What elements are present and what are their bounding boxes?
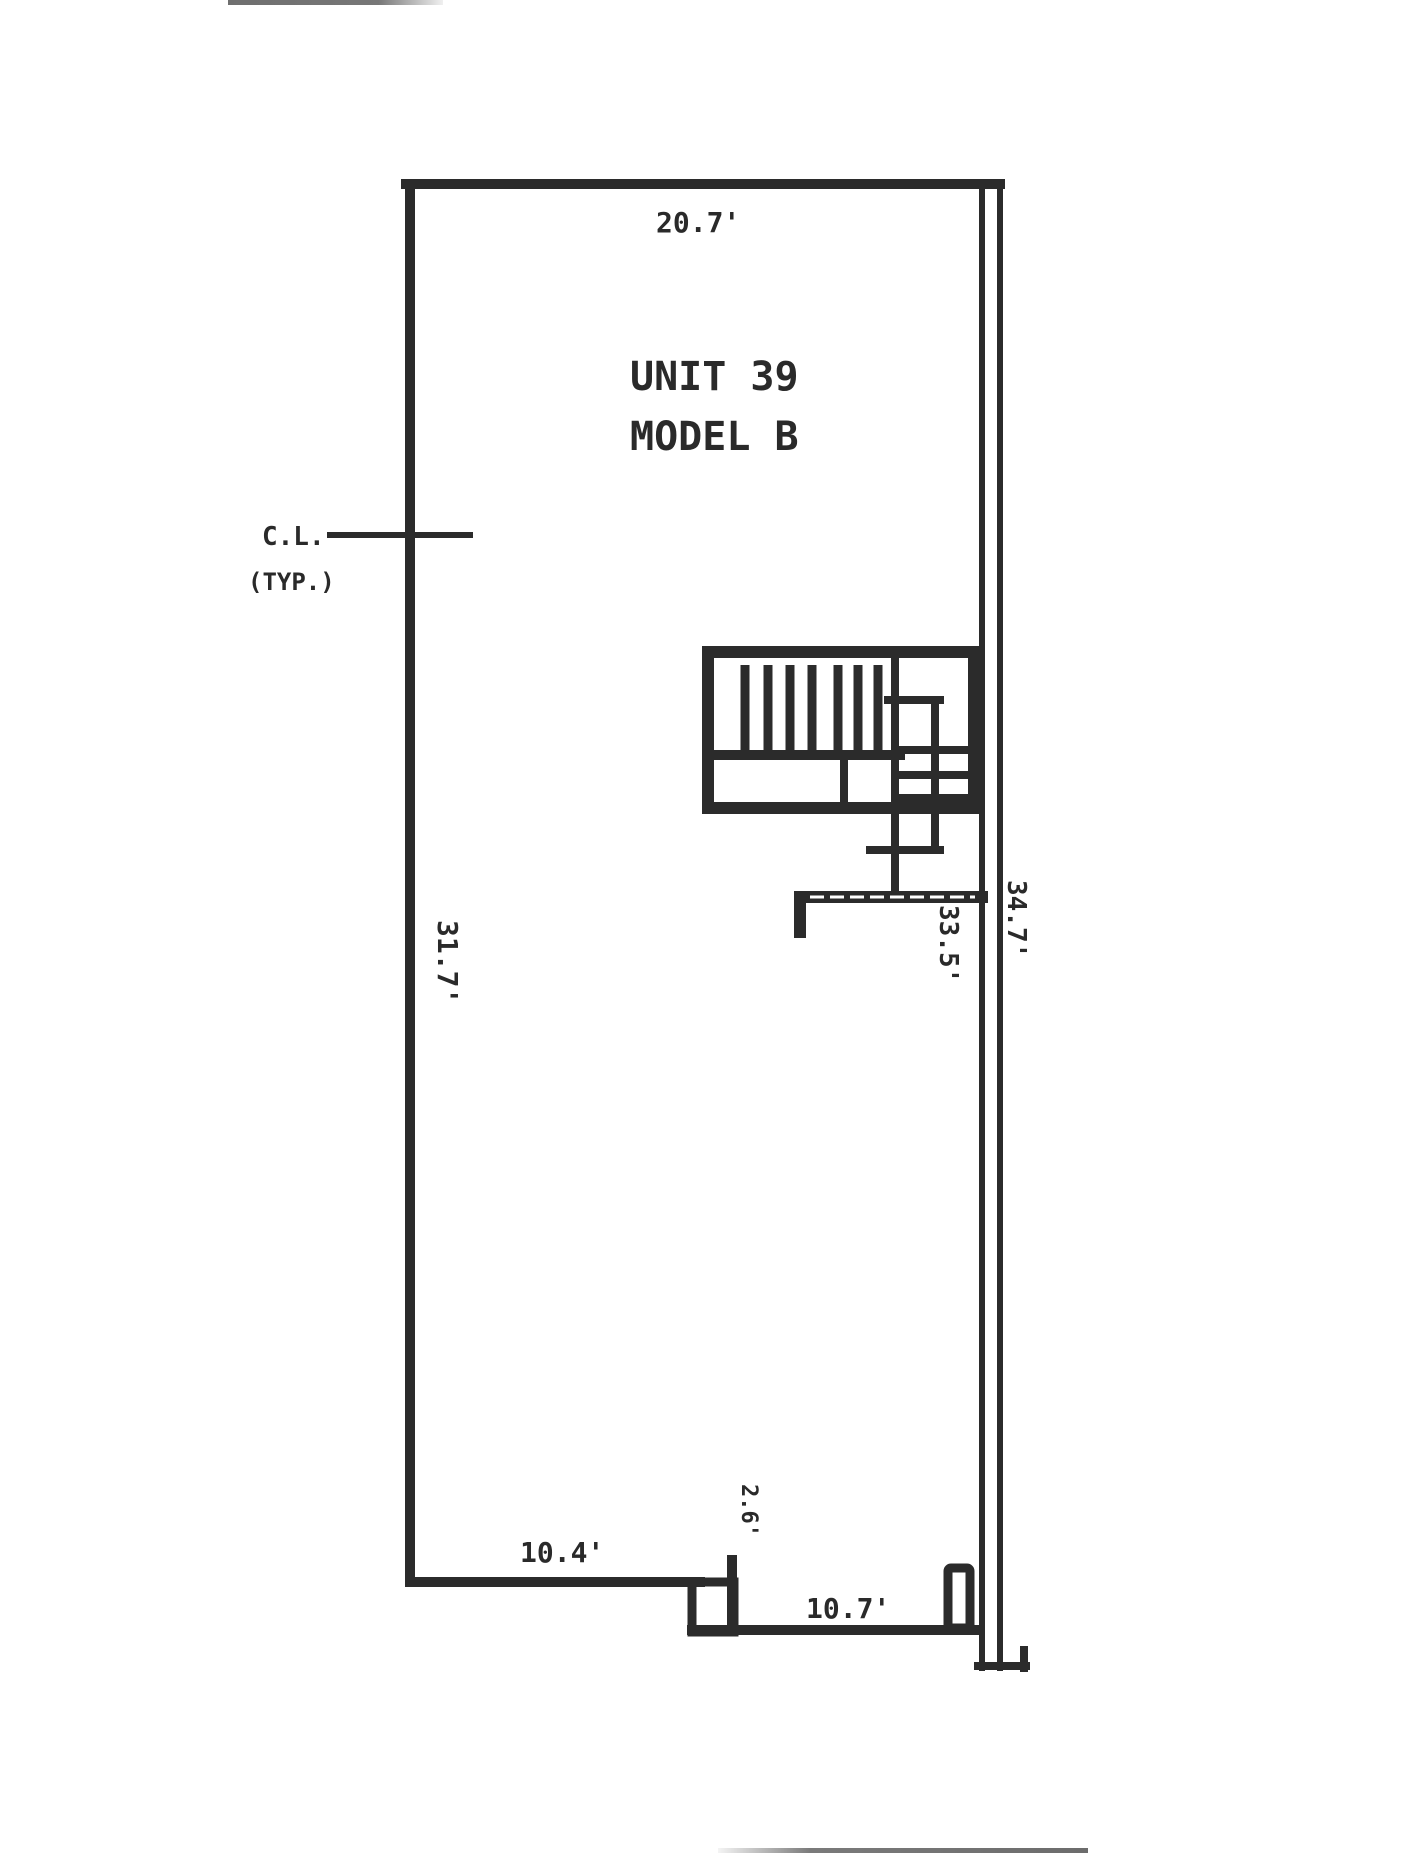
scan-edge-artifact-top: [228, 0, 443, 5]
partition-wall: [794, 891, 988, 938]
dimension-top-width: 20.7': [656, 206, 740, 239]
centerline-marker: C.L. (TYP.): [248, 522, 473, 596]
centerline-note: (TYP.): [248, 568, 335, 596]
dimension-inner-right-length: 33.5': [933, 905, 963, 983]
stair-treads: [740, 665, 883, 750]
unit-outline: [401, 179, 1030, 1672]
model-label: MODEL B: [630, 414, 799, 460]
unit-label: UNIT 39: [630, 354, 799, 400]
scan-edge-artifact-bottom: [718, 1848, 1088, 1853]
door-pier-right: [943, 1563, 975, 1633]
dimension-bottom-left-width: 10.4': [520, 1536, 604, 1569]
dimension-outer-right-length: 34.7': [1001, 880, 1031, 958]
dimension-left-length: 31.7': [431, 920, 464, 1004]
dimension-jog-depth: 2.6': [736, 1484, 761, 1537]
stair-block: [702, 646, 980, 894]
centerline-label: C.L.: [262, 522, 325, 552]
dimension-bottom-right-width: 10.7': [806, 1592, 890, 1625]
